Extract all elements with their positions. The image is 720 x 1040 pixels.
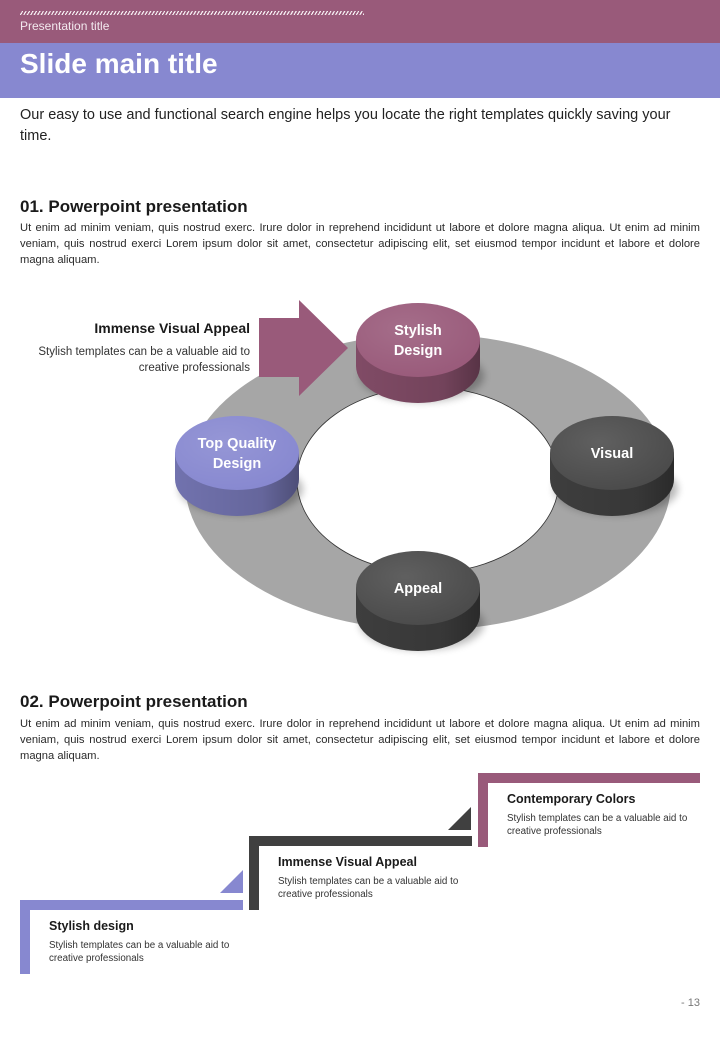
section-2-body: Ut enim ad minim veniam, quis nostrud ex… xyxy=(20,718,700,762)
node-top-shine xyxy=(356,303,480,377)
hatch-decoration xyxy=(20,11,364,15)
step-1-corner xyxy=(220,870,243,893)
callout-text: Stylish templates can be a valuable aid … xyxy=(38,346,250,374)
node-top-shine xyxy=(550,416,674,490)
node-top-shine xyxy=(356,551,480,625)
node-top-shine xyxy=(175,416,299,490)
presentation-title: Presentation title xyxy=(20,19,110,33)
step-1-side-bar xyxy=(20,900,30,974)
step-2-corner xyxy=(448,807,471,830)
header-bar: Presentation title xyxy=(0,0,720,43)
section-2-heading: 02. Powerpoint presentation xyxy=(20,692,248,711)
step-1-top-bar xyxy=(20,900,243,910)
cycle-node-label: Visual xyxy=(591,446,633,462)
step-3-text: Stylish templates can be a valuable aid … xyxy=(507,813,688,837)
cycle-inner-outline xyxy=(296,386,560,574)
step-2-text: Stylish templates can be a valuable aid … xyxy=(278,876,459,900)
diagram-callout: Immense Visual Appeal Stylish templates … xyxy=(10,320,250,376)
step-2-top-bar xyxy=(249,836,472,846)
arrow-shape xyxy=(259,300,348,396)
step-3-side-bar xyxy=(478,773,488,847)
slide-title: Slide main title xyxy=(20,48,218,79)
step-3-top-bar xyxy=(478,773,700,783)
step-1-text: Stylish templates can be a valuable aid … xyxy=(49,940,230,964)
page-number: - 13 xyxy=(681,997,700,1009)
cycle-node-3: Appeal xyxy=(356,551,484,651)
cycle-node-2: Visual xyxy=(550,416,678,516)
step-3: Contemporary Colors Stylish templates ca… xyxy=(478,773,700,847)
step-2-heading: Immense Visual Appeal xyxy=(278,855,417,869)
section-1-heading: 01. Powerpoint presentation xyxy=(20,197,248,216)
step-1-heading: Stylish design xyxy=(49,919,134,933)
cycle-node-label: Appeal xyxy=(394,581,442,597)
cycle-ring xyxy=(185,334,671,630)
title-bar: Slide main title xyxy=(0,43,720,98)
step-2-side-bar xyxy=(249,836,259,910)
callout-heading: Immense Visual Appeal xyxy=(94,320,250,336)
intro-text: Our easy to use and functional search en… xyxy=(20,107,671,144)
step-3-heading: Contemporary Colors xyxy=(507,792,636,806)
section-1-body: Ut enim ad minim veniam, quis nostrud ex… xyxy=(20,222,700,266)
step-1: Stylish design Stylish templates can be … xyxy=(20,900,243,974)
step-2: Immense Visual Appeal Stylish templates … xyxy=(249,836,472,910)
